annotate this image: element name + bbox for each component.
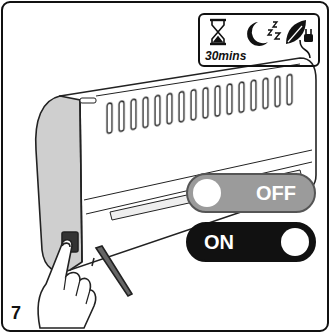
toggle-on: ON — [186, 222, 316, 262]
toggle-knob — [281, 228, 309, 256]
mode-icon-box: 30mins — [198, 13, 320, 67]
toggle-label: ON — [204, 231, 234, 254]
hand — [38, 240, 96, 328]
step-number: 7 — [11, 303, 21, 324]
toggle-label: OFF — [256, 182, 296, 205]
frame — [2, 2, 328, 331]
timer-label: 30mins — [205, 49, 246, 63]
heater — [36, 58, 316, 296]
toggle-knob — [193, 179, 221, 207]
toggle-off: OFF — [186, 173, 316, 213]
